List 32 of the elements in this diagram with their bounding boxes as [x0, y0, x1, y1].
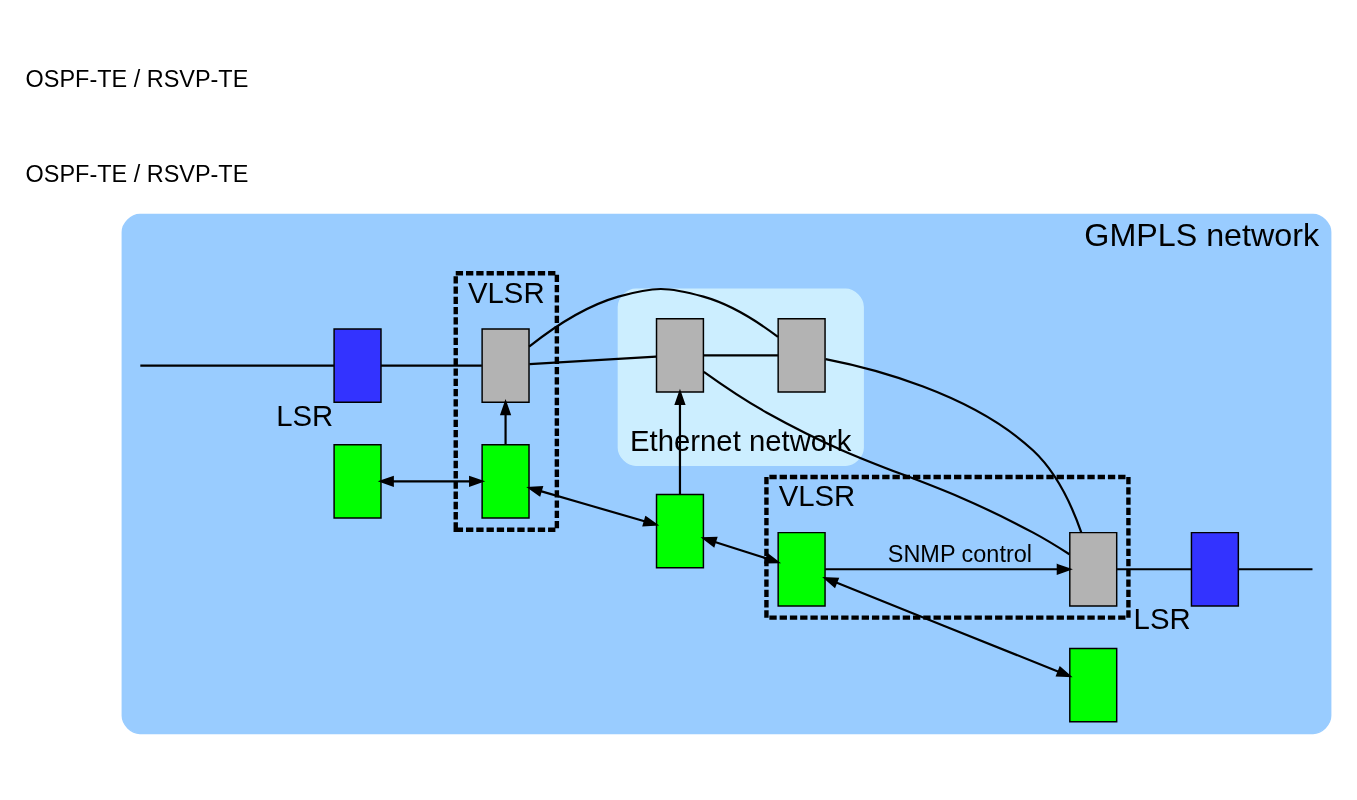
cluster: VLSR: [453, 271, 560, 532]
edge-label: SNMP control: [887, 540, 1032, 567]
node-label: LSR: [276, 398, 334, 432]
node-box: [481, 328, 530, 403]
arrow: [700, 536, 782, 564]
node-box: [655, 493, 705, 569]
node-box: [777, 531, 826, 607]
arrow: [377, 475, 486, 487]
connector: [1238, 568, 1313, 571]
connector: [381, 364, 482, 367]
node-box: [333, 328, 382, 403]
arrow: [825, 563, 1073, 575]
arrow: [526, 486, 660, 527]
node-box: [1069, 647, 1118, 723]
connector: [1117, 568, 1192, 571]
label: OSPF-TE / RSVP-TE: [25, 65, 249, 92]
node-label: LSR: [1133, 602, 1191, 636]
connector: [825, 358, 1083, 533]
node-box: [1069, 531, 1118, 607]
node-box: [481, 443, 530, 519]
connector: [703, 354, 778, 357]
connector: [140, 364, 334, 367]
node-box: [655, 317, 705, 393]
node-box: [777, 317, 826, 393]
arrow: [822, 576, 1073, 678]
arrow: [499, 399, 512, 445]
node-box: [333, 443, 382, 519]
node-box: [1190, 531, 1240, 607]
label: OSPF-TE / RSVP-TE: [25, 161, 249, 188]
connector: [529, 355, 657, 366]
connector: [528, 287, 779, 348]
connector: [703, 371, 1070, 556]
